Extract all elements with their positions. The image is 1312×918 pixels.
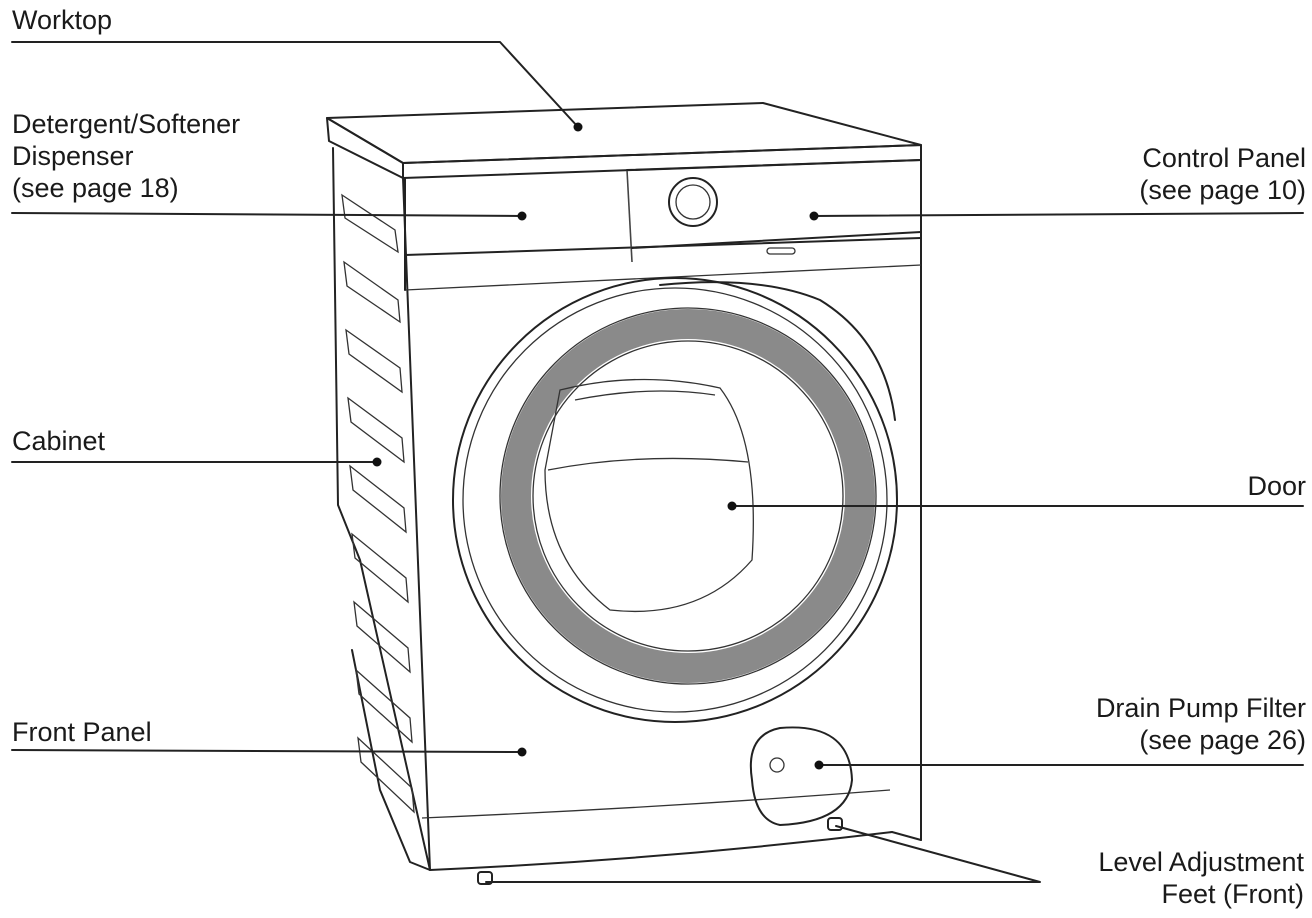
label-worktop: Worktop bbox=[12, 4, 112, 36]
dot-cabinet bbox=[372, 457, 382, 467]
leader-level-feet bbox=[485, 825, 1041, 883]
label-level-feet-line1: Level Adjustment bbox=[1098, 847, 1304, 877]
dot-dispenser bbox=[517, 211, 527, 221]
leader-lines bbox=[11, 41, 1304, 883]
label-control-panel-line1: Control Panel bbox=[1142, 143, 1306, 173]
label-cabinet: Cabinet bbox=[12, 425, 105, 457]
label-worktop-text: Worktop bbox=[12, 5, 113, 35]
label-cabinet-text: Cabinet bbox=[12, 426, 106, 456]
label-control-panel-line2: (see page 10) bbox=[1139, 175, 1306, 205]
label-drain-filter-line1: Drain Pump Filter bbox=[1095, 693, 1306, 723]
leader-dispenser bbox=[11, 212, 523, 217]
dot-drain-filter bbox=[814, 760, 824, 770]
drain-filter-shape bbox=[749, 726, 853, 826]
worktop-shape bbox=[326, 102, 922, 179]
control-strip-shape bbox=[404, 159, 922, 291]
label-level-feet: Level Adjustment Feet (Front) bbox=[1098, 846, 1304, 910]
label-dispenser-line1: Detergent/Softener bbox=[12, 109, 241, 139]
label-door-text: Door bbox=[1247, 471, 1306, 501]
feet-shape bbox=[477, 817, 843, 885]
cabinet-side-shape bbox=[332, 147, 431, 871]
leader-control-panel bbox=[813, 212, 1304, 217]
label-level-feet-line2: Feet (Front) bbox=[1161, 879, 1304, 909]
dot-front-panel bbox=[517, 747, 527, 757]
label-dispenser: Detergent/Softener Dispenser (see page 1… bbox=[12, 108, 240, 204]
dot-control-panel bbox=[809, 211, 819, 221]
label-drain-filter-line2: (see page 26) bbox=[1139, 725, 1306, 755]
front-panel-shape bbox=[421, 159, 922, 871]
dot-worktop bbox=[573, 122, 583, 132]
leader-front-panel bbox=[11, 749, 523, 753]
label-dispenser-line2: Dispenser bbox=[12, 141, 134, 171]
label-door: Door bbox=[1247, 470, 1306, 502]
label-dispenser-line3: (see page 18) bbox=[12, 173, 179, 203]
callout-dots bbox=[372, 122, 824, 770]
door-shape bbox=[452, 277, 898, 723]
label-front-panel: Front Panel bbox=[12, 716, 152, 748]
label-drain-filter: Drain Pump Filter (see page 26) bbox=[1096, 692, 1306, 756]
label-front-panel-text: Front Panel bbox=[12, 717, 152, 747]
leader-worktop bbox=[11, 41, 579, 128]
label-control-panel: Control Panel (see page 10) bbox=[1139, 142, 1306, 206]
dot-door bbox=[727, 501, 737, 511]
